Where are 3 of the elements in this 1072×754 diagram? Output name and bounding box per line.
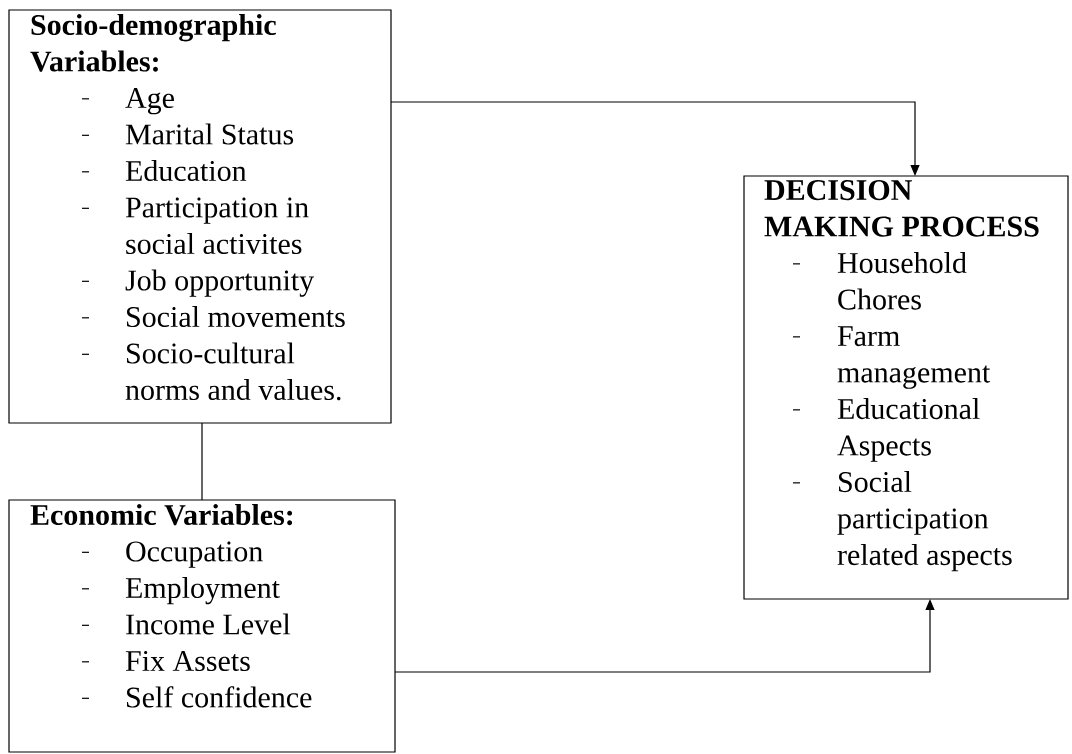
- variable-box: Economic Variables: Occupation Employment Income Level Fix Assets Self confidence: [8, 499, 396, 753]
- variable-box: DECISION MAKING PROCESS Household Chores Farm management Educational Aspects Social participation related aspects: [743, 175, 1069, 600]
- variable-box: Socio-demographic Variables: Age Marital Status Education Participation in social activites Job opportunity Social movements Socio-cultural norms and values.: [8, 9, 392, 424]
